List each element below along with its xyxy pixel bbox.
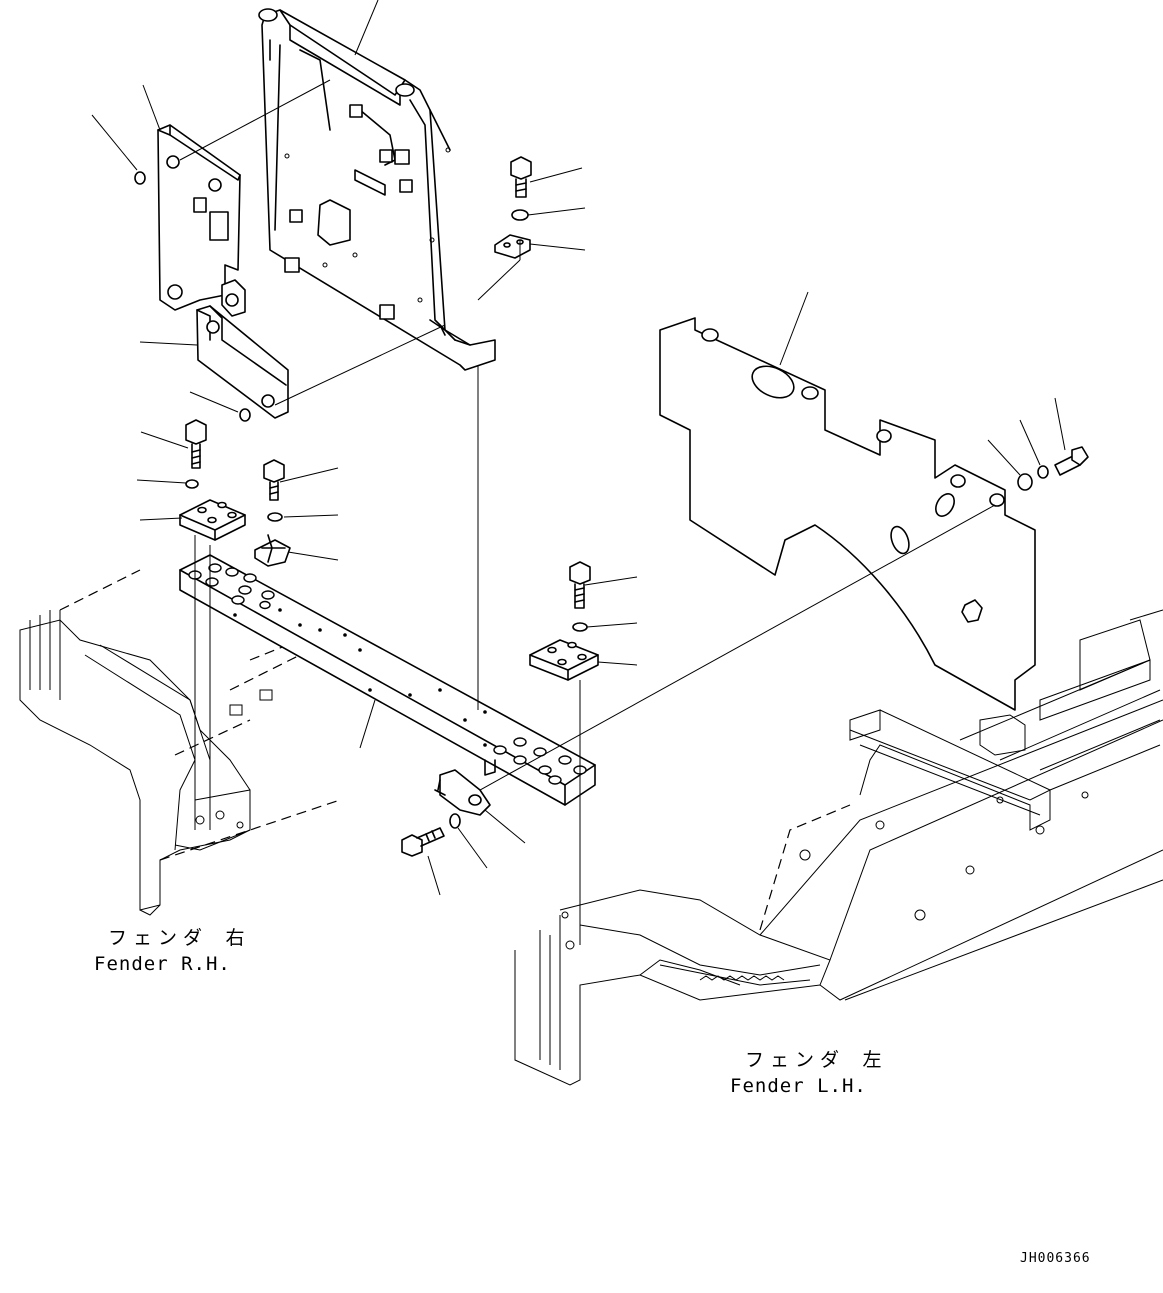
cross-bar	[179, 554, 596, 806]
fender-lh-label-en: Fender L.H.	[730, 1075, 867, 1097]
leader-lines	[91, 0, 1066, 945]
fender-rh-label-jp: フェンダ 右	[108, 927, 251, 949]
fender-rh-label-en: Fender R.H.	[94, 953, 231, 975]
l-bracket	[196, 305, 289, 419]
mounting-plate	[157, 124, 246, 317]
cover-plate	[659, 317, 1036, 711]
drawing-code: JH006366	[1020, 1251, 1091, 1266]
fasteners	[134, 156, 1089, 857]
fender-lh-label-jp: フェンダ 左	[745, 1049, 888, 1071]
fender-rh-outline	[19, 569, 341, 916]
support-bracket	[258, 8, 496, 371]
fender-lh-outline	[514, 609, 1163, 1086]
